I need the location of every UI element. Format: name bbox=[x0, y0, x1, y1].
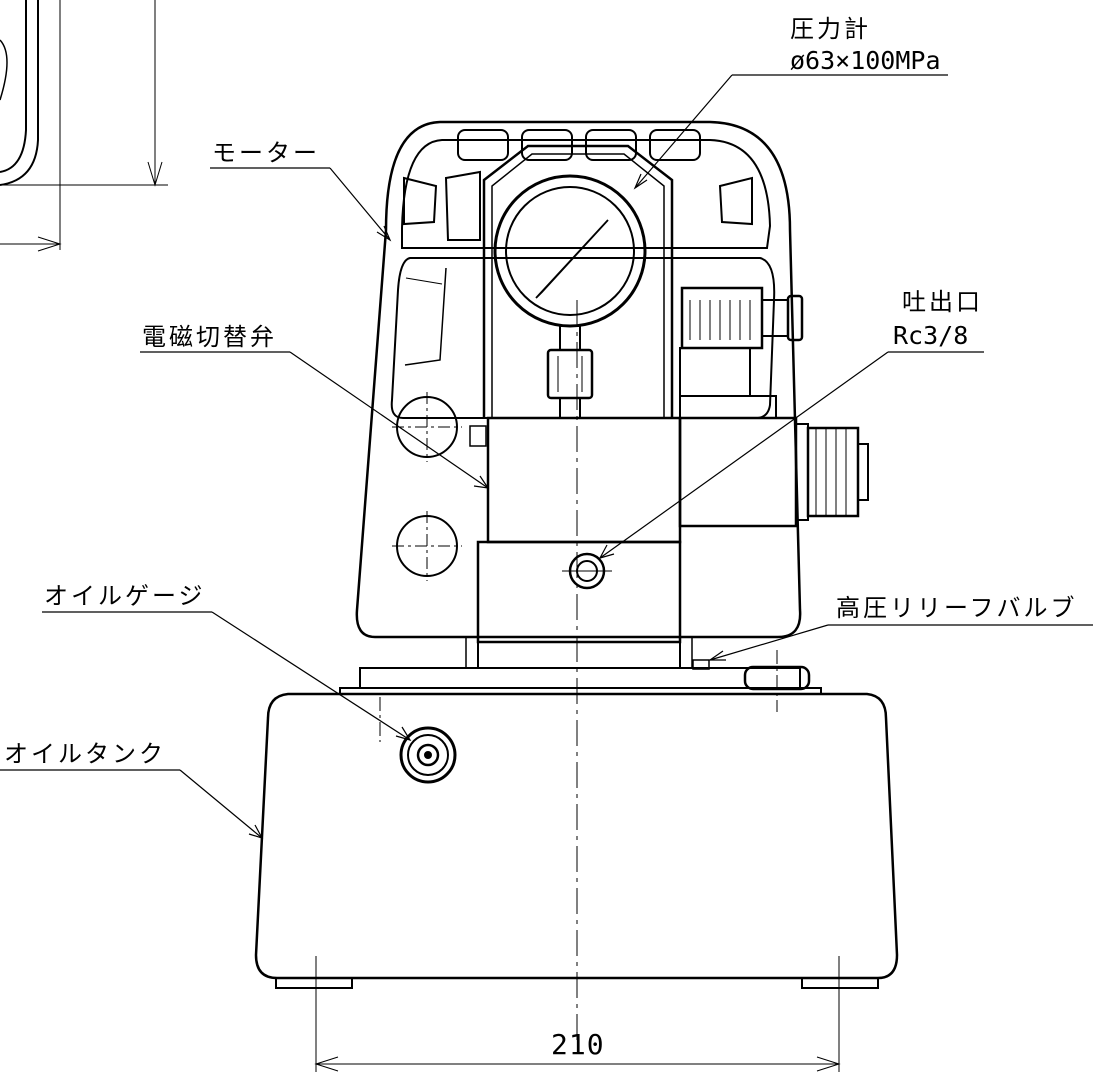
leader-lines bbox=[0, 74, 1093, 840]
label-pressure-gauge: 圧力計 bbox=[790, 15, 871, 43]
label-solenoid-valve: 電磁切替弁 bbox=[142, 323, 277, 351]
oil-gauge bbox=[379, 697, 457, 784]
motor bbox=[355, 120, 802, 639]
label-pressure-gauge-spec: ø63×100MPa bbox=[790, 46, 941, 75]
solenoid-coil bbox=[679, 286, 804, 419]
discharge-block bbox=[465, 540, 693, 669]
label-oil-gauge: オイルゲージ bbox=[44, 582, 206, 610]
base-width-dimension bbox=[314, 956, 841, 1072]
pressure-gauge bbox=[493, 174, 647, 419]
label-relief-valve: 高圧リリーフバルブ bbox=[836, 594, 1078, 622]
label-oil-tank: オイルタンク bbox=[4, 740, 166, 768]
label-motor: モーター bbox=[212, 139, 320, 167]
dimension-base-width: 210 bbox=[551, 1028, 605, 1061]
solenoid-valve bbox=[469, 416, 869, 544]
relief-valve bbox=[692, 650, 811, 712]
gauge-guard bbox=[482, 144, 674, 418]
partial-side-view bbox=[0, 0, 168, 252]
label-discharge-port: 吐出口 bbox=[902, 288, 983, 316]
label-discharge-port-spec: Rc3/8 bbox=[893, 321, 969, 350]
